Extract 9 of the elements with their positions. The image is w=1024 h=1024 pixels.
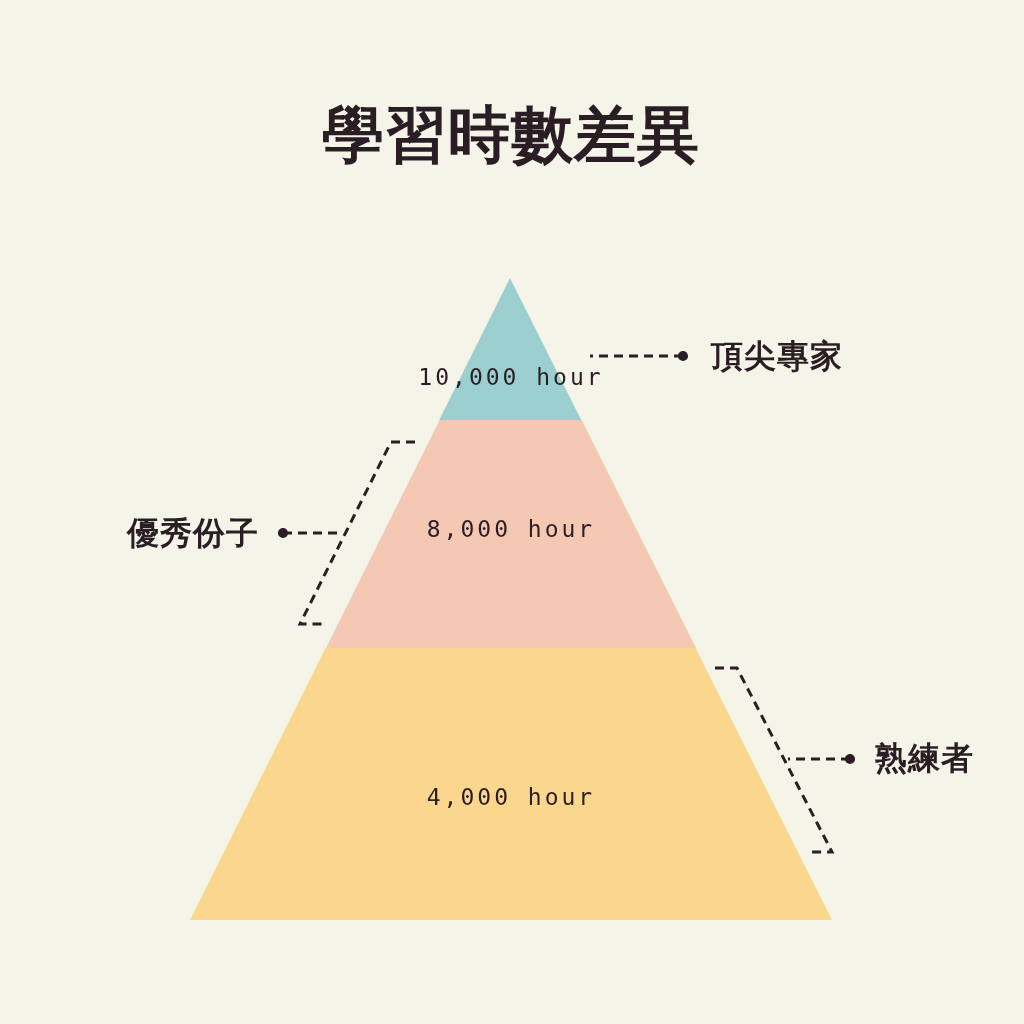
title: 學習時數差異 [322,100,700,170]
tier-label: 優秀份子 [127,513,259,553]
band-label: 4,000 hour [426,784,596,812]
band-label: 10,000 hour [418,364,604,392]
tier-label: 頂尖專家 [711,336,843,376]
leader-line [788,753,856,765]
leader-line [590,350,689,362]
band-label: 8,000 hour [426,516,596,544]
tier-label: 熟練者 [875,738,974,778]
